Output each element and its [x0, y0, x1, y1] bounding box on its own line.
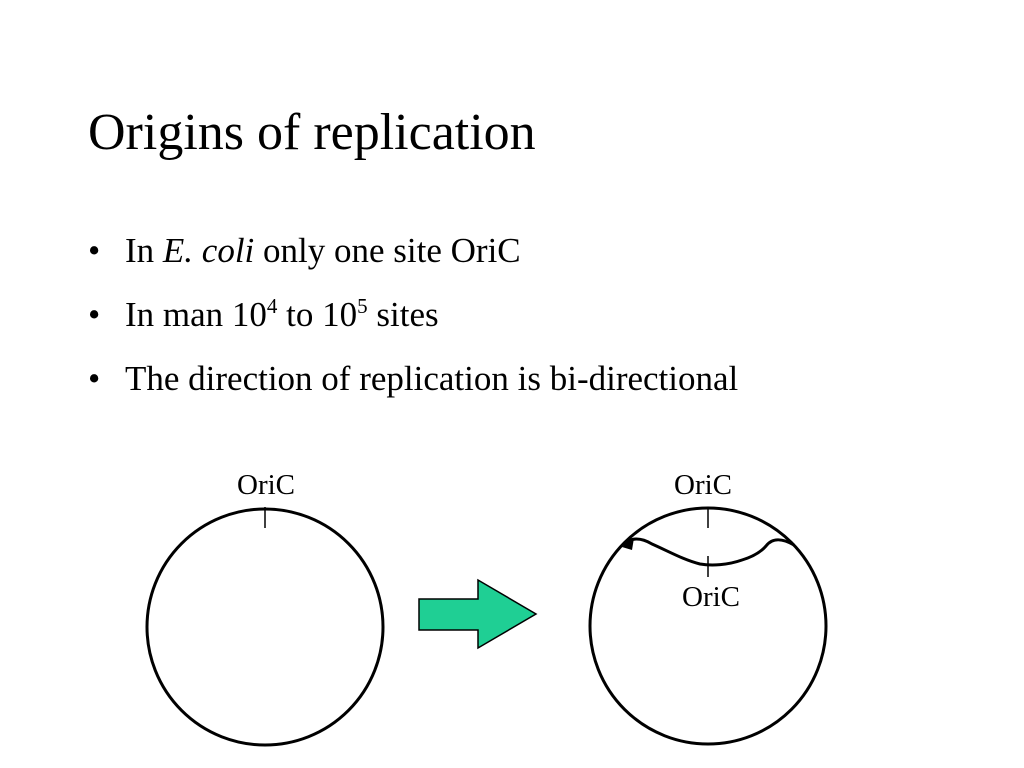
oric-label-left: OriC [237, 469, 295, 501]
bullet-text: The direction of replication is bi-direc… [125, 359, 739, 398]
oric-label-right-top: OriC [674, 469, 732, 501]
bullet-ecoli: • In E. coli only one site OriC [88, 233, 738, 297]
replication-fork-left-tip [622, 538, 634, 550]
bullet-text-mid: to 10 [277, 295, 358, 334]
bullet-text-post: only one site OriC [254, 231, 521, 270]
right-arrow-icon [418, 578, 538, 650]
bullet-glyph: • [88, 231, 101, 270]
exponent-4: 4 [266, 294, 278, 318]
species-name: E. coli [162, 231, 255, 270]
bullet-glyph: • [88, 295, 101, 334]
bullet-text-pre: In man 10 [125, 295, 267, 334]
replication-bubble [622, 537, 795, 567]
bullet-man: • In man 104 to 105 sites [88, 294, 738, 361]
bullet-text-pre: In [125, 231, 163, 270]
bullet-list: • In E. coli only one site OriC • In man 1… [88, 233, 738, 425]
bullet-text-post: sites [367, 295, 439, 334]
slide-title: Origins of replication [88, 104, 536, 161]
exponent-5: 5 [357, 294, 368, 318]
bullet-glyph: • [88, 359, 101, 398]
bullet-direction: • The direction of replication is bi-dire… [88, 361, 738, 425]
circular-chromosome-left [145, 507, 385, 747]
oric-label-right-inner: OriC [682, 581, 740, 613]
